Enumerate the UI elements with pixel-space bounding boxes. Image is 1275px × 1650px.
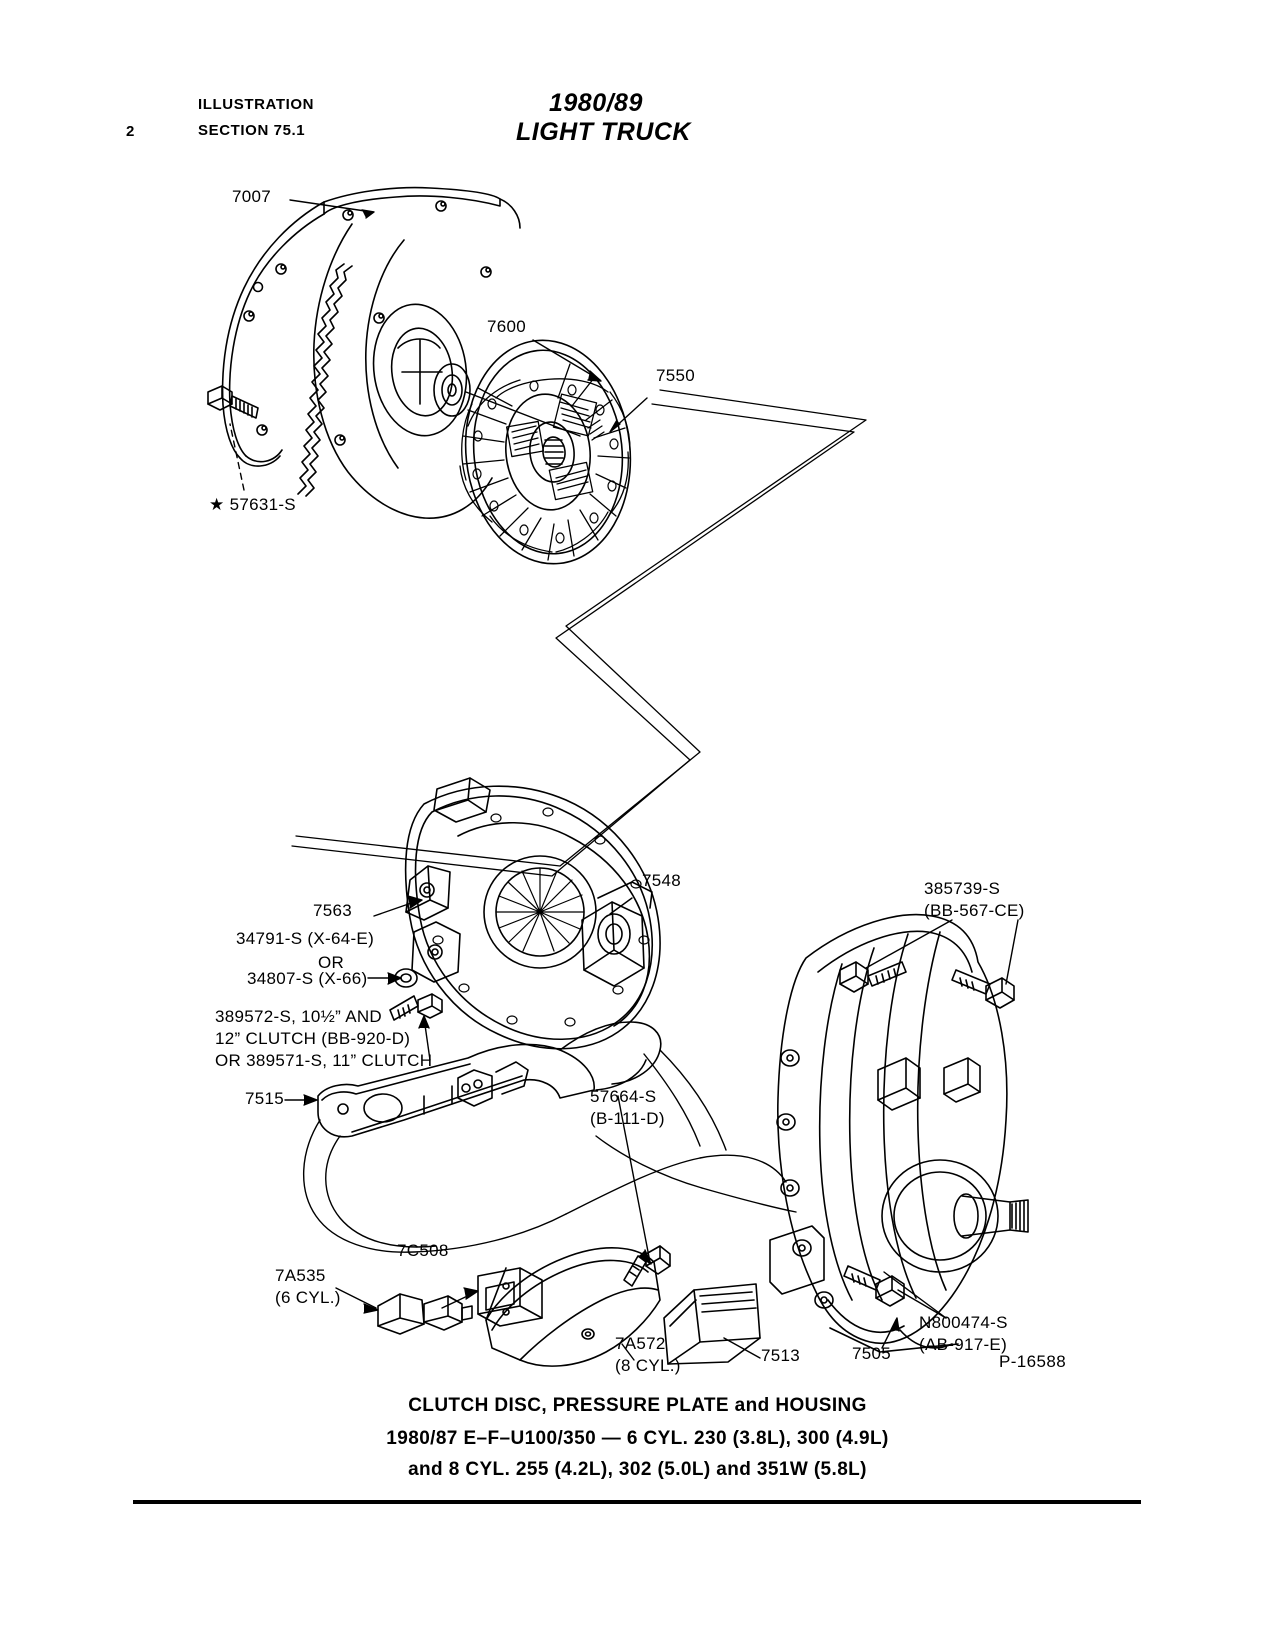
cover-6cyl-7a535 [378, 1294, 472, 1334]
callout-7007: 7007 [232, 187, 272, 206]
callout-57664s: 57664-S (B-111-D) [590, 1087, 665, 1128]
retainer-spring-57664s [624, 1246, 670, 1286]
caption-line-1: CLUTCH DISC, PRESSURE PLATE and HOUSING [408, 1395, 867, 1416]
callout-n800474s: N800474-S (AB-917-E) [919, 1313, 1008, 1354]
bell-housing-7505 [770, 915, 1028, 1352]
callout-clutch-bolt-block: 389572-S, 10½” AND 12” CLUTCH (BB-920-D)… [215, 1007, 433, 1070]
housing-bolts [840, 962, 1014, 1306]
flywheel-bolt-57631s [208, 386, 258, 418]
callout-7c508: 7C508 [397, 1241, 449, 1260]
clutch-disc [455, 332, 642, 572]
callout-385739s: 385739-S (BB-567-CE) [924, 879, 1025, 920]
flywheel-housing-cover [223, 188, 520, 519]
callout-7a535: 7A535 (6 CYL.) [275, 1266, 341, 1307]
callout-34807s: 34807-S (X-66) [247, 969, 368, 988]
callout-7515: 7515 [245, 1089, 285, 1108]
footer-rule [133, 1500, 1141, 1504]
callout-or: OR [318, 953, 345, 972]
plate-code: P-16588 [999, 1352, 1067, 1371]
year-range-title: 1980/89 [549, 89, 643, 117]
callout-34791s: 34791-S (X-64-E) [236, 929, 375, 948]
callout-57631s: ★ 57631-S [209, 495, 296, 514]
callout-7513: 7513 [761, 1346, 801, 1365]
page-number: 2 [126, 123, 135, 140]
linkage-curves [304, 1050, 796, 1252]
callout-7548: 7548 [642, 871, 682, 890]
callout-7550: 7550 [656, 366, 696, 385]
dust-cover-clip-7c508 [478, 1268, 542, 1326]
callout-7a572: 7A572 (8 CYL.) [615, 1334, 681, 1375]
callout-7563: 7563 [313, 901, 353, 920]
callout-7600: 7600 [487, 317, 527, 336]
exploded-connector-lines [292, 390, 866, 876]
caption-line-3: and 8 CYL. 255 (4.2L), 302 (5.0L) and 35… [408, 1459, 867, 1480]
model-title: LIGHT TRUCK [516, 118, 691, 146]
callout-7505: 7505 [852, 1344, 892, 1363]
section-label: SECTION 75.1 [198, 122, 306, 139]
leader-lines-upper [230, 200, 647, 490]
caption-line-2: 1980/87 E–F–U100/350 — 6 CYL. 230 (3.8L)… [386, 1428, 889, 1449]
pressure-plate-assembly [406, 778, 660, 1049]
illustration-label: ILLUSTRATION [198, 96, 315, 113]
